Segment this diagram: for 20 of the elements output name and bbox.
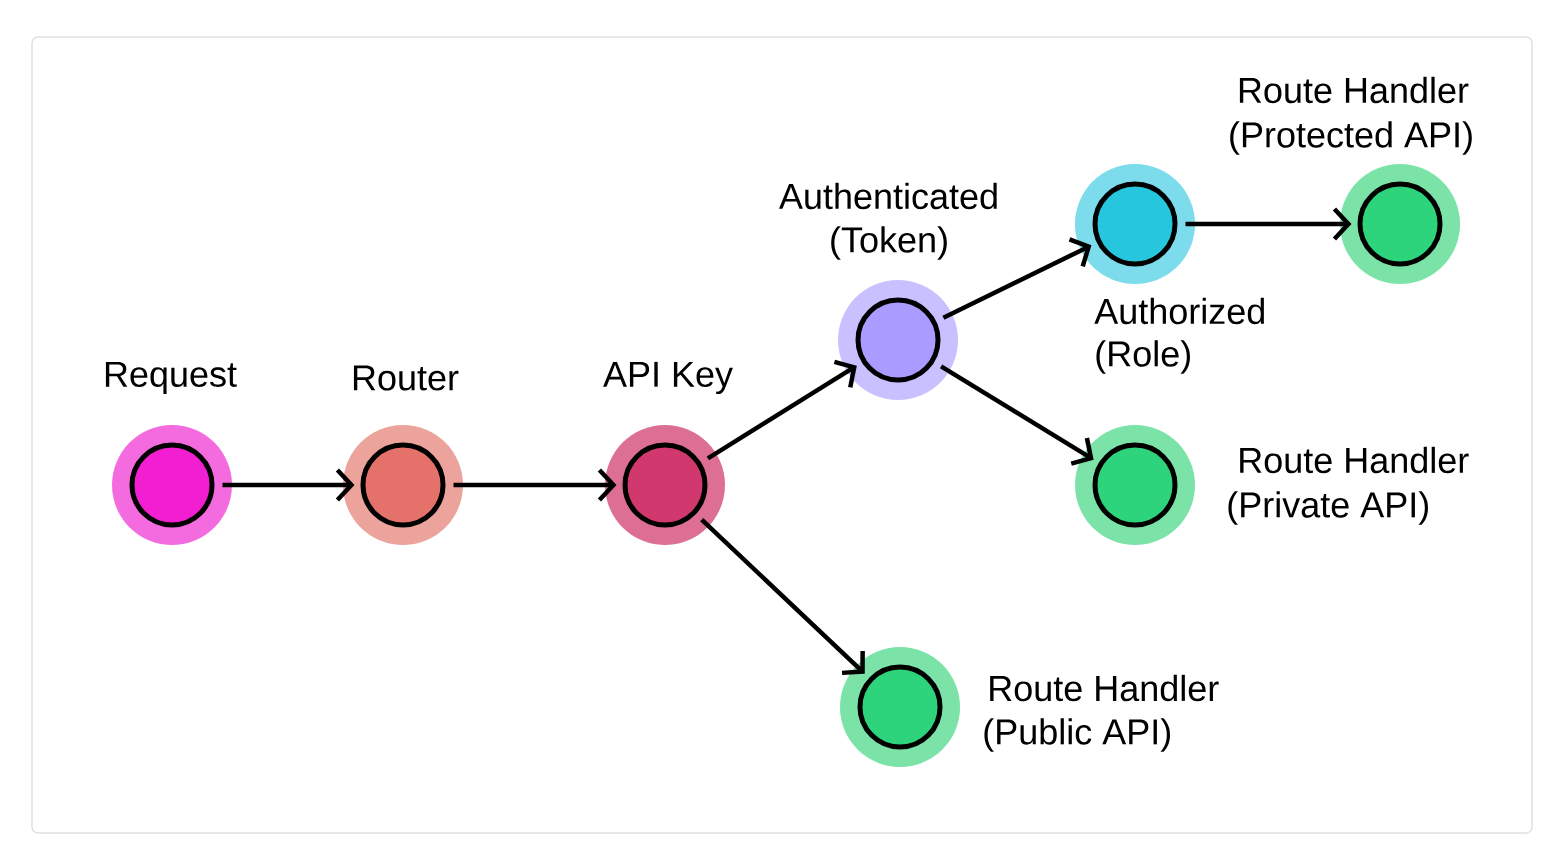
arrow (453, 468, 617, 502)
node-label: Request (105, 361, 237, 395)
arrow (1185, 207, 1352, 241)
node-label: Authorized (1094, 297, 1264, 325)
node-label: API Key (603, 361, 733, 395)
node-label: (Role) (1096, 340, 1190, 374)
node-label: (Private API) (1228, 491, 1428, 525)
node-label: (Protected API) (1230, 121, 1472, 155)
arrow (222, 468, 355, 502)
node-label: Route Handler (1239, 76, 1469, 104)
arrow (939, 364, 1094, 466)
node-label: Authenticated (779, 182, 997, 210)
arrow (942, 237, 1092, 320)
node-label: Route Handler (990, 674, 1219, 702)
node-label: (Public API) (984, 718, 1170, 752)
arrow (700, 518, 865, 676)
node-label: Route Handler (1240, 446, 1469, 474)
arrow (706, 359, 857, 461)
node-label: Router (353, 365, 459, 391)
node-label: (Token) (831, 226, 947, 260)
